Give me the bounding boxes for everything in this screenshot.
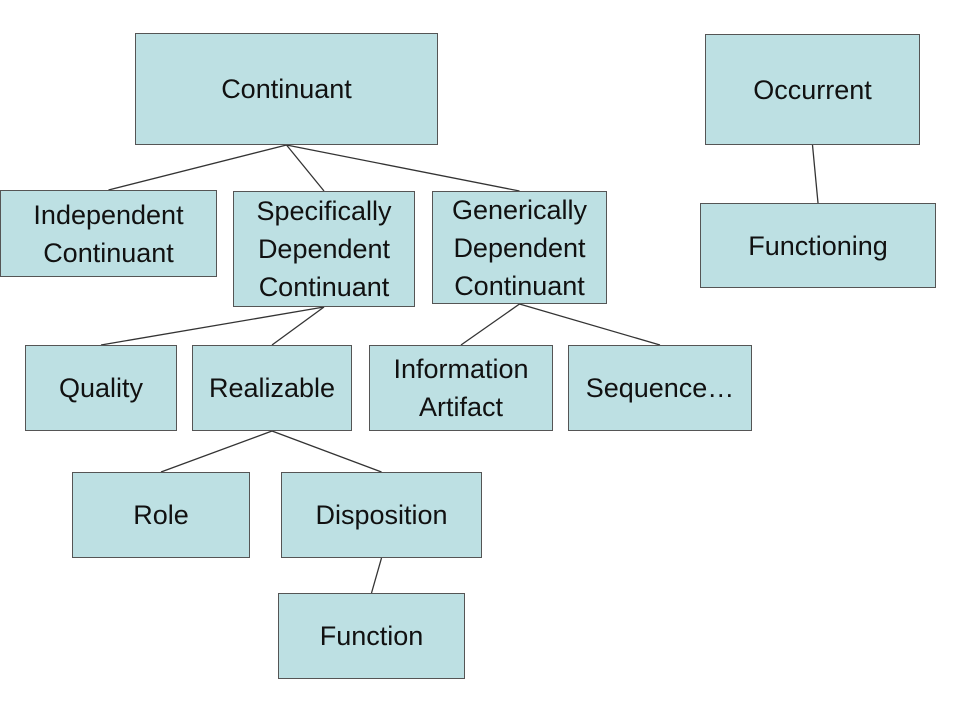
connector-generically-sequence (519, 303, 661, 346)
connector-continuant-specifically (285, 144, 325, 192)
node-label-line: Continuant (454, 270, 585, 301)
node-label-line: Sequence… (585, 373, 735, 403)
node-role: Role (72, 472, 250, 558)
node-label-line: Generically (451, 194, 588, 225)
connector-specifically-quality (100, 306, 325, 346)
connector-disposition-function (370, 557, 383, 594)
connector-realizable-disposition (271, 430, 382, 473)
node-label-line: Realizable (208, 373, 336, 403)
node-label-line: Continuant (43, 237, 174, 268)
node-occurrent: Occurrent (705, 34, 920, 145)
node-label-line: Disposition (315, 500, 448, 530)
node-label-line: Continuant (258, 272, 390, 302)
node-disposition: Disposition (281, 472, 482, 558)
node-quality: Quality (25, 345, 177, 431)
node-continuant: Continuant (135, 33, 438, 145)
node-label-line: Dependent (257, 234, 391, 264)
node-generically-dependent-continuant: Generically Dependent Continuant (432, 191, 607, 304)
node-information-artifact: Information Artifact (369, 345, 553, 431)
node-functioning: Functioning (700, 203, 936, 288)
connector-continuant-generically (286, 144, 520, 192)
node-label-line: Independent (33, 199, 184, 230)
node-sequence: Sequence… (568, 345, 752, 431)
node-realizable: Realizable (192, 345, 352, 431)
node-independent-continuant: Independent Continuant (0, 190, 217, 277)
connector-occurrent-functioning (811, 144, 819, 204)
node-label-line: Function (319, 621, 424, 651)
node-label-line: Artifact (418, 392, 503, 422)
connector-specifically-realizable (271, 306, 325, 346)
node-label-line: Quality (58, 373, 144, 403)
connector-generically-information (460, 303, 520, 346)
node-label-line: Occurrent (753, 74, 872, 105)
node-label-line: Information (393, 354, 529, 384)
node-function: Function (278, 593, 465, 679)
node-label-line: Specifically (256, 196, 392, 226)
connector-continuant-independent (108, 144, 287, 191)
node-label-line: Functioning (748, 230, 888, 261)
node-label-line: Dependent (453, 232, 586, 263)
node-label-line: Continuant (221, 74, 352, 104)
node-specifically-dependent-continuant: Specifically Dependent Continuant (233, 191, 415, 307)
connector-realizable-role (160, 430, 273, 473)
node-label-line: Role (133, 500, 189, 530)
